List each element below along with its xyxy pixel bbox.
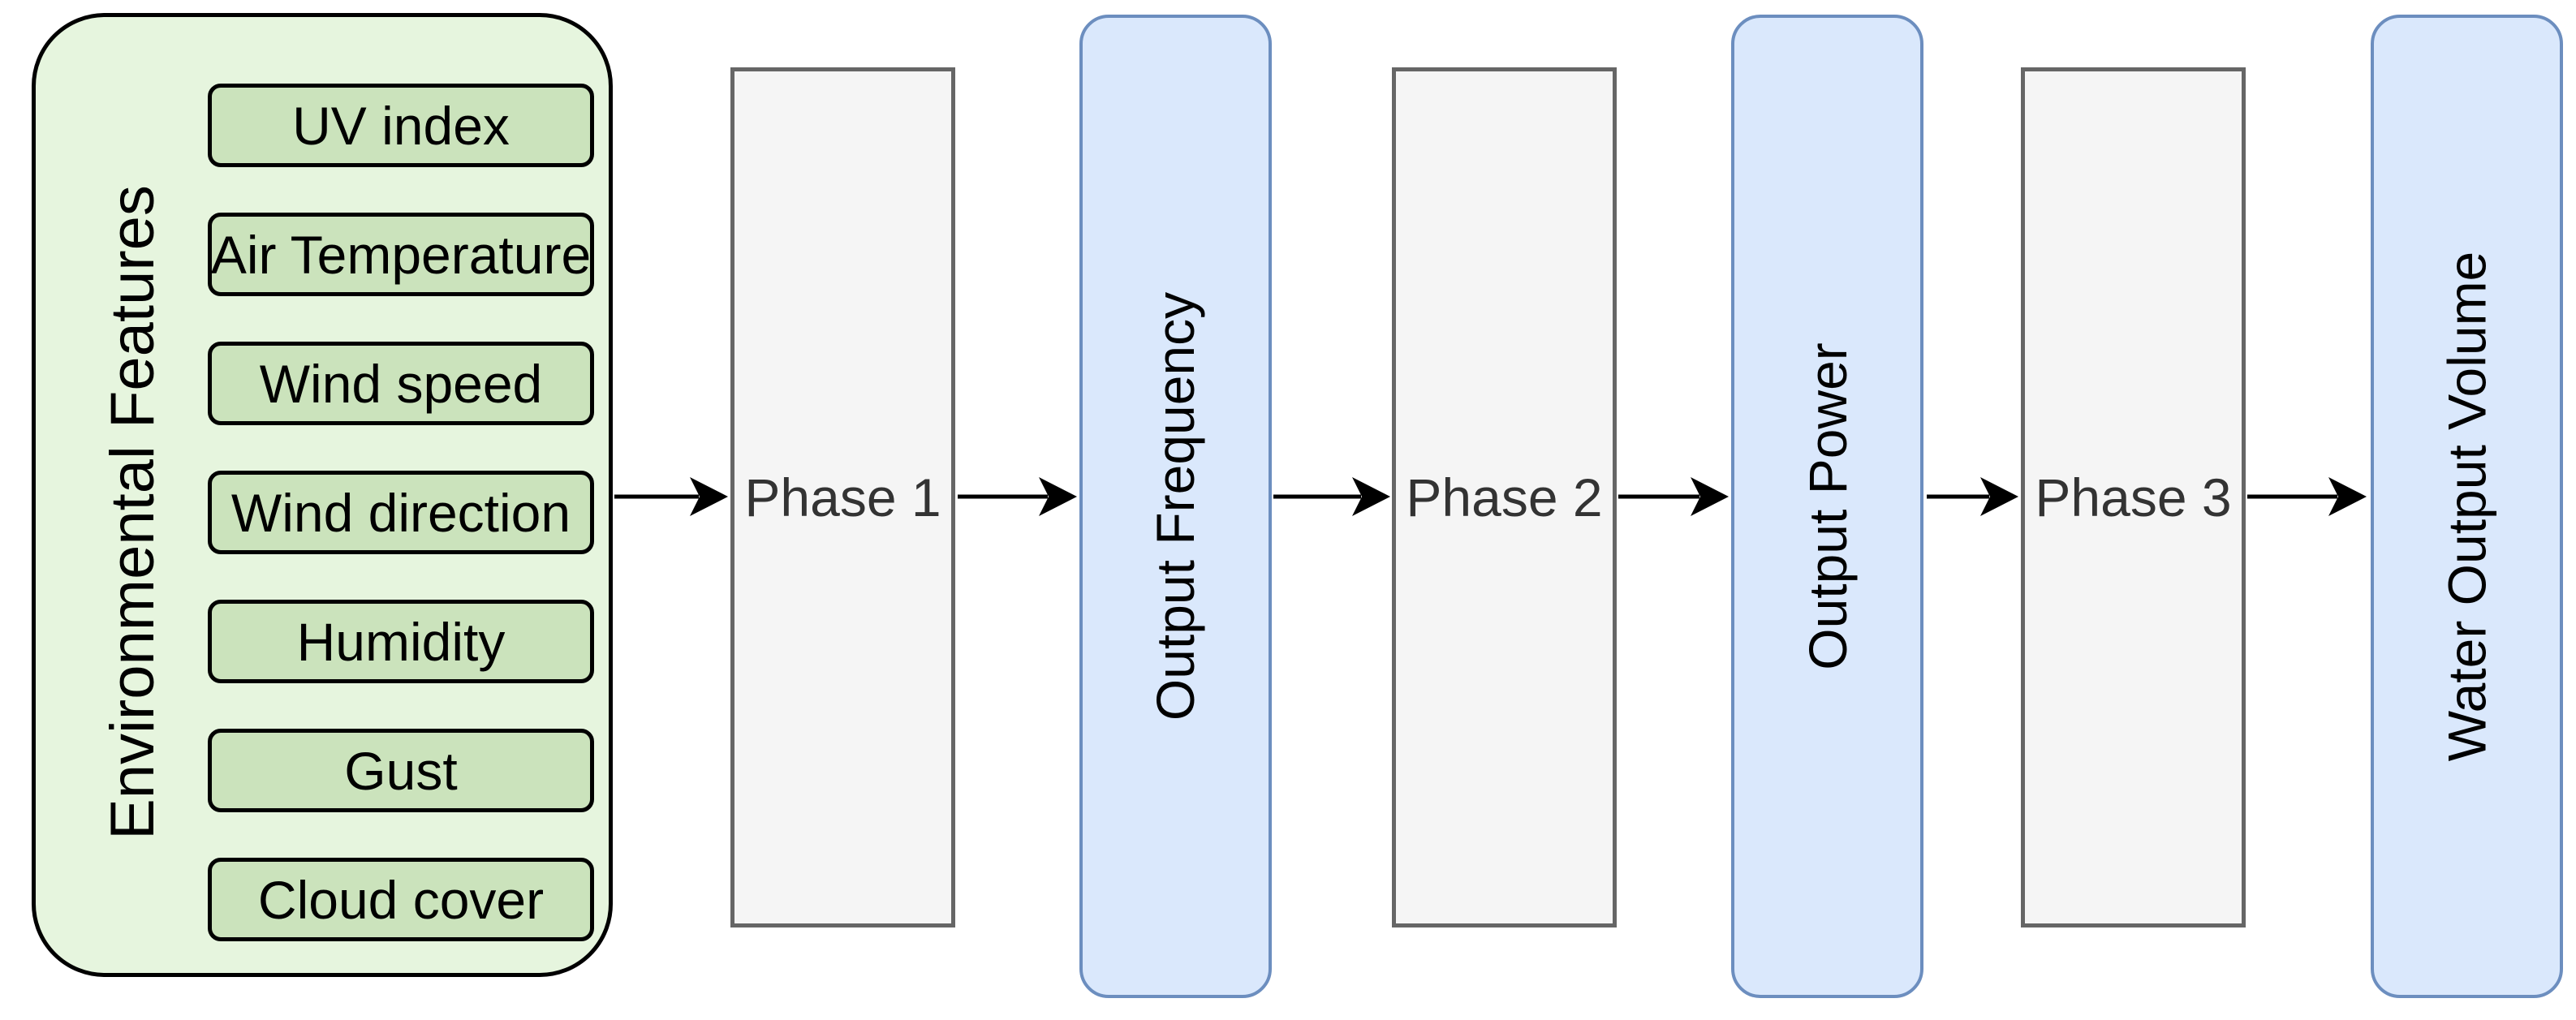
feature-box-humidity: Humidity	[208, 600, 594, 683]
arrow-head	[1039, 477, 1077, 516]
feature-label: Wind speed	[259, 353, 543, 414]
feature-box-wind-speed: Wind speed	[208, 342, 594, 425]
flow-arrow-phase3-to-water	[2247, 477, 2367, 516]
output-box-water-volume: Water Output Volume	[2371, 15, 2563, 998]
feature-label: UV index	[292, 95, 510, 156]
feature-label: Humidity	[296, 611, 506, 672]
environmental-features-panel: Environmental Features UV index Air Temp…	[32, 13, 613, 977]
flow-arrow-power-to-phase3	[1927, 477, 2018, 516]
feature-label: Air Temperature	[210, 224, 592, 285]
environmental-features-title: Environmental Features	[97, 184, 167, 840]
flow-arrow-features-to-phase1	[614, 477, 728, 516]
flow-arrow-phase1-to-frequency	[958, 477, 1077, 516]
output-box-power: Output Power	[1731, 15, 1923, 998]
phase-box-1: Phase 1	[730, 67, 955, 927]
feature-label: Cloud cover	[257, 869, 545, 930]
output-label: Output Frequency	[1145, 291, 1206, 721]
arrow-head	[1691, 477, 1729, 516]
feature-box-uv-index: UV index	[208, 84, 594, 167]
feature-box-gust: Gust	[208, 729, 594, 812]
feature-box-air-temperature: Air Temperature	[208, 213, 594, 296]
feature-box-wind-direction: Wind direction	[208, 471, 594, 554]
phase-box-3: Phase 3	[2021, 67, 2246, 927]
environmental-features-title-zone: Environmental Features	[71, 33, 193, 991]
flow-arrow-phase2-to-power	[1618, 477, 1729, 516]
arrow-head	[690, 477, 728, 516]
arrow-head	[1352, 477, 1390, 516]
feature-label: Wind direction	[230, 482, 571, 543]
phase-label: Phase 1	[744, 467, 941, 527]
output-label: Water Output Volume	[2436, 251, 2497, 762]
phase-box-2: Phase 2	[1392, 67, 1617, 927]
arrow-head	[2328, 477, 2367, 516]
arrow-head	[1980, 477, 2018, 516]
phase-label: Phase 2	[1406, 467, 1603, 527]
feature-box-cloud-cover: Cloud cover	[208, 858, 594, 941]
flow-arrow-frequency-to-phase2	[1273, 477, 1390, 516]
output-label: Output Power	[1797, 342, 1858, 670]
phase-label: Phase 3	[2035, 467, 2232, 527]
output-box-frequency: Output Frequency	[1079, 15, 1272, 998]
feature-label: Gust	[344, 740, 458, 801]
